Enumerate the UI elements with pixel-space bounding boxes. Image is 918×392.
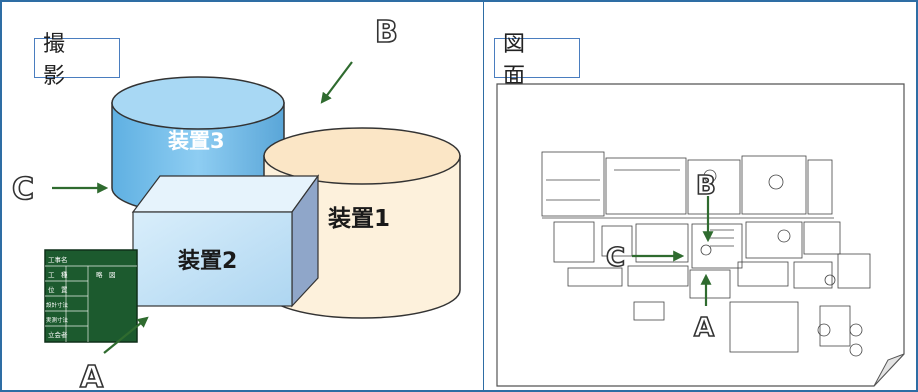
signboard-row-1: 工事名 [48, 255, 68, 264]
signboard-row-5: 実測寸法 [46, 316, 69, 324]
signboard-row-2: 工 種 [48, 271, 68, 279]
plan-viewpoint-c-label: C [606, 243, 625, 273]
device1-label: 装置1 [328, 206, 390, 232]
viewpoint-a-label: A [80, 360, 104, 392]
floor-plan-lines [541, 151, 871, 357]
photo-illustration: 装置3 装置1 装置2 工事名 工 種 位 置 設計寸法 実測寸法 立会者 略 … [11, 14, 461, 392]
arrow-a [103, 316, 149, 354]
signboard-row-4: 設計寸法 [46, 301, 69, 309]
construction-signboard: 工事名 工 種 位 置 設計寸法 実測寸法 立会者 略 図 [44, 249, 138, 343]
drawing-sheet [496, 83, 905, 387]
signboard-row-3: 位 置 [48, 285, 68, 294]
plan-viewpoint-b-label: B [696, 171, 716, 201]
device2-label: 装置2 [178, 249, 237, 274]
device2-box [131, 174, 320, 308]
viewpoint-b-label: B [375, 15, 398, 50]
arrow-b [320, 61, 353, 104]
photo-label: 撮 影 [34, 32, 120, 89]
device3-label: 装置3 [168, 129, 225, 153]
panel-divider [483, 0, 484, 392]
signboard-row-6: 立会者 [48, 330, 68, 339]
signboard-header-right: 略 図 [96, 270, 116, 279]
floor-plan-drawing: B C A [496, 83, 905, 387]
plan-viewpoint-a-label: A [694, 313, 714, 343]
viewpoint-c-label: C [12, 172, 34, 207]
